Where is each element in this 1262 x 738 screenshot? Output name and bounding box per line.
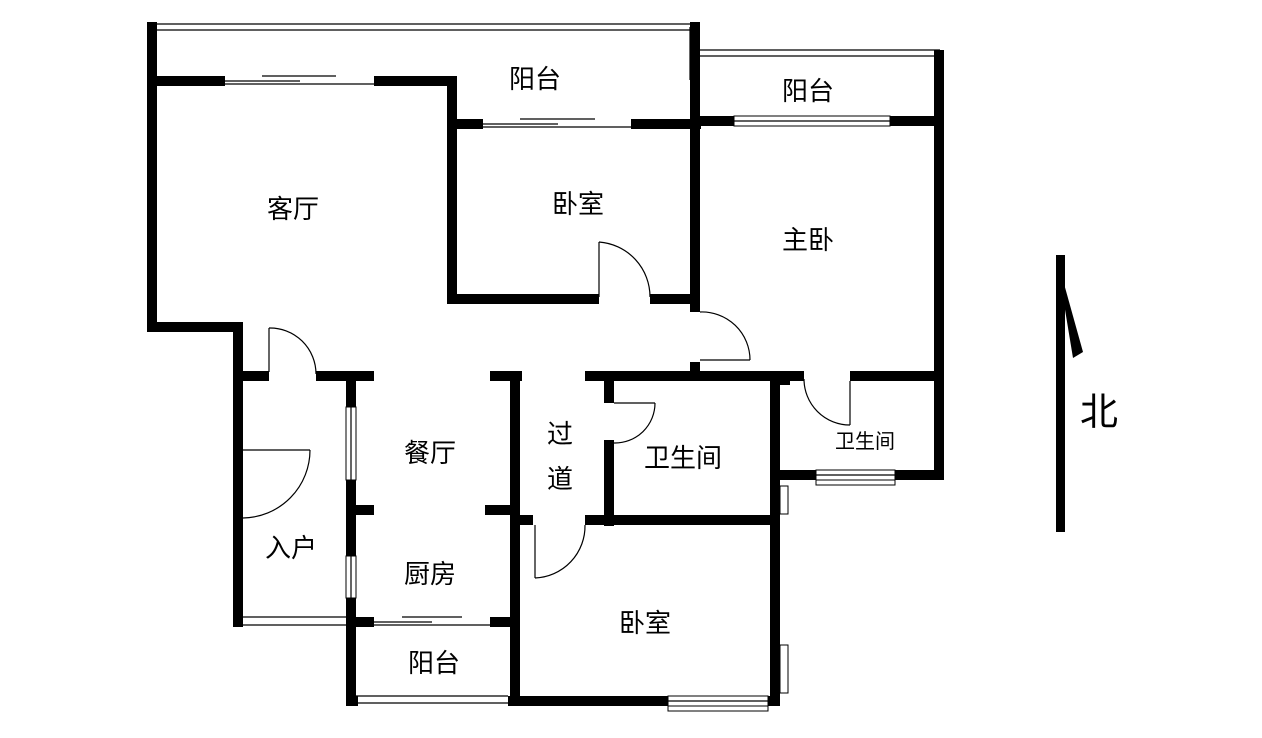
windows: [345, 115, 896, 712]
north-arrow-icon: [1056, 255, 1083, 532]
label-bedroom-bottom: 卧室: [619, 609, 671, 639]
label-bathroom-master: 卫生间: [835, 429, 895, 453]
label-entrance: 入户: [265, 534, 317, 564]
label-balcony-bottom: 阳台: [408, 649, 460, 679]
label-master-bedroom: 主卧: [782, 226, 834, 256]
north-label: 北: [1080, 390, 1118, 434]
label-dining-room: 餐厅: [404, 439, 456, 469]
label-kitchen: 厨房: [404, 560, 456, 590]
label-bathroom-main: 卫生间: [644, 444, 722, 474]
thin-lines: [152, 23, 940, 704]
label-living-room: 客厅: [267, 195, 319, 225]
label-bedroom-top: 卧室: [552, 190, 604, 220]
label-balcony-top: 阳台: [509, 65, 561, 95]
walls: [147, 22, 944, 706]
doors: [242, 241, 851, 579]
label-corridor-1: 过: [547, 420, 573, 450]
room-labels: 阳台 阳台 客厅 卧室 主卧 餐厅 过 道 卫生间 卫生间 入户 厨房 卧室 阳…: [265, 65, 895, 679]
label-balcony-right: 阳台: [782, 77, 834, 107]
compass: 北: [1056, 255, 1118, 532]
label-corridor-2: 道: [547, 465, 573, 495]
